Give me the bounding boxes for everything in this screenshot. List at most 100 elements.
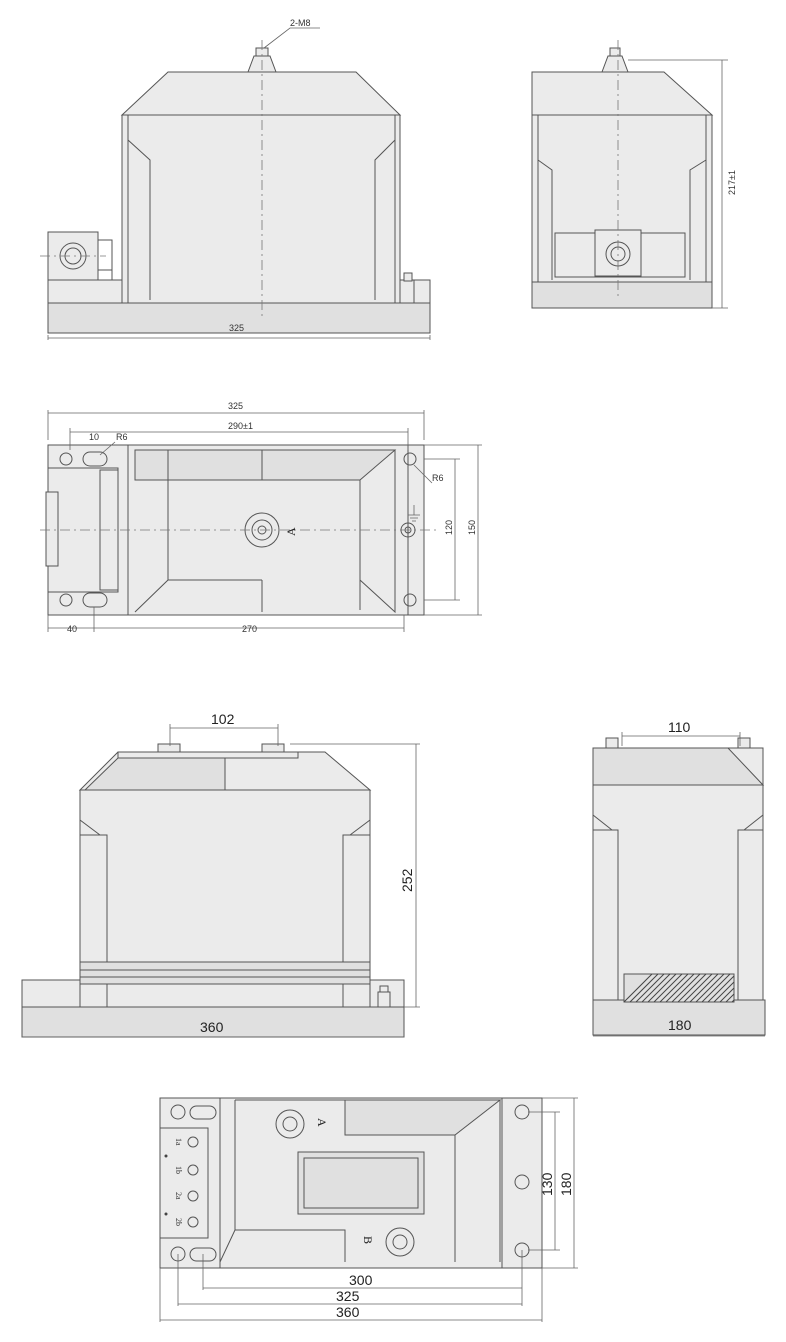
dim-line-252: [290, 743, 420, 1008]
sec-dot-1: [164, 1154, 168, 1158]
dim-line-217: [628, 59, 728, 309]
hatch-line: [635, 973, 665, 1003]
housing-body: [121, 114, 401, 304]
hatch-line: [665, 973, 695, 1003]
sec-label-2b: 2b: [174, 1218, 183, 1226]
dim-label-290: 290±1: [228, 421, 253, 431]
front-right-leg: [342, 819, 371, 1007]
plan-label-a: A: [284, 527, 298, 536]
sec-label-2a: 2a: [174, 1192, 183, 1200]
housing-inner-lines: [127, 115, 396, 303]
view-front-elevation-small: 2-M8 325: [40, 18, 431, 340]
sec-terminal-1a: [187, 1136, 199, 1148]
side-nut: [609, 47, 621, 57]
ground-symbol: [408, 505, 420, 522]
dim-label-325-plan: 325: [228, 401, 243, 411]
dim-label-r6-right: R6: [432, 473, 444, 483]
hatch-line: [671, 973, 701, 1003]
bottom-terminal-b-inner: [392, 1234, 408, 1250]
plan-left-terminal: [45, 491, 59, 567]
bottom-label-b: B: [361, 1236, 375, 1244]
bottom-hole-tl: [170, 1104, 186, 1120]
ground-bolt-head: [403, 272, 413, 282]
side-large-top: [592, 747, 765, 786]
dim-line-102: [169, 724, 279, 746]
side-large-legs: [592, 814, 764, 1000]
dim-label-270: 270: [242, 624, 257, 634]
dim-line-325-top: [47, 335, 431, 340]
hatch-line: [629, 973, 659, 1003]
hatch-line: [725, 993, 735, 1003]
dim-label-10: 10: [89, 432, 99, 442]
hatch-line: [695, 973, 725, 1003]
dim-line-40-270: [47, 607, 405, 632]
dim-line-110: [621, 732, 741, 746]
dim-label-180-bottom: 180: [558, 1172, 574, 1196]
front-band-lines: [80, 969, 370, 978]
plan-slot-bottom: [82, 592, 108, 608]
front-bushing-left: [157, 743, 181, 753]
sec-label-1b: 1b: [174, 1166, 183, 1174]
dim-line-325-bottom: [177, 1254, 523, 1306]
bottom-terminal-a-outer: [275, 1109, 305, 1139]
hatch-line: [713, 981, 735, 1003]
hatch-line: [653, 973, 683, 1003]
dim-line-290: [69, 428, 409, 450]
front-bushing-right: [261, 743, 285, 753]
sec-label-1a: 1a: [174, 1138, 183, 1146]
view-side-elevation-small: 217±1: [531, 40, 737, 309]
hatch-line: [623, 973, 653, 1003]
side-large-nut-right: [737, 737, 751, 749]
dim-label-130: 130: [539, 1172, 555, 1196]
plan-top-trapezoid: [134, 449, 397, 481]
hatch-pattern: [623, 973, 735, 1003]
dim-label-120: 120: [444, 520, 454, 535]
side-top: [531, 71, 714, 116]
front-top-cap: [117, 751, 299, 759]
dim-line-360-bottom: [159, 1268, 543, 1322]
view-side-elevation-large: 110 180: [592, 719, 766, 1037]
front-ground-bolt-head: [379, 985, 389, 993]
view-plan-large: A B 1a 1b 2a 2b 300 325 360 130 180: [159, 1097, 578, 1322]
view-front-elevation-large: 102 252 360: [21, 711, 420, 1038]
side-large-body: [592, 747, 764, 1001]
bottom-left-panel: [159, 1127, 209, 1239]
base-plate: [47, 302, 431, 334]
dim-label-102: 102: [211, 711, 235, 727]
plan-slot-top: [82, 451, 108, 467]
sec-terminal-1b: [187, 1164, 199, 1176]
hatch-line: [659, 973, 689, 1003]
dim-label-325-bottom: 325: [336, 1288, 360, 1304]
hatch-line: [707, 975, 735, 1003]
hatch-line: [647, 973, 677, 1003]
side-large-nut-left: [605, 737, 619, 749]
front-top-notch: [83, 757, 226, 791]
dim-line-180-bottom: [542, 1097, 578, 1269]
bottom-window: [297, 1151, 425, 1215]
bottom-terminal-a-inner: [282, 1116, 298, 1132]
dim-label-360-bottom: 360: [336, 1304, 360, 1320]
plan-terminal-mid: [251, 519, 273, 541]
plan-hole-bottom-left: [59, 593, 73, 607]
front-band: [79, 961, 371, 985]
sec-terminal-2a: [187, 1190, 199, 1202]
dim-line-300: [202, 1250, 523, 1290]
hatch-line: [689, 973, 719, 1003]
dim-label-300: 300: [349, 1272, 373, 1288]
view-plan-small: A 325 290±1 10 R6 R6 120 150 40 270: [40, 401, 482, 634]
dim-line-120: [424, 458, 460, 601]
bottom-hole-mr: [514, 1174, 530, 1190]
hatch-line: [641, 973, 671, 1003]
label-2m8: 2-M8: [290, 18, 311, 28]
dim-label-r6-left: R6: [116, 432, 128, 442]
hatch-line: [731, 999, 735, 1003]
bottom-window-inner: [303, 1157, 419, 1209]
dim-label-150: 150: [467, 520, 477, 535]
bottom-label-a: A: [315, 1118, 329, 1127]
front-ground-bolt: [377, 991, 391, 1008]
dim-label-40: 40: [67, 624, 77, 634]
leader-r6-right: [413, 464, 433, 484]
leader-2m8: [263, 27, 320, 49]
dim-label-217: 217±1: [727, 170, 737, 195]
